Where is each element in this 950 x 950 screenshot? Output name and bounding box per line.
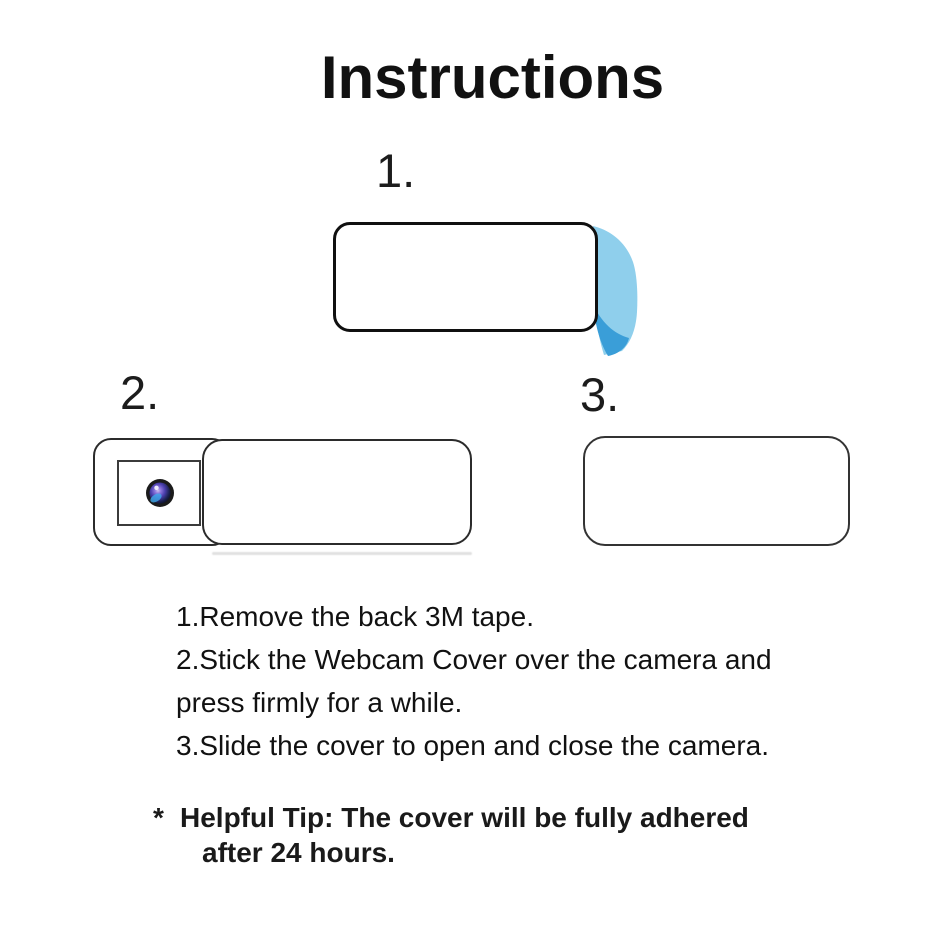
step-2-number: 2. — [120, 366, 160, 419]
tape-fold-shape — [593, 304, 629, 356]
tip-asterisk: * — [153, 802, 164, 833]
webcam-cover-slider-diagram — [202, 439, 472, 545]
tip-text-line-2: after 24 hours. — [202, 837, 395, 868]
webcam-cover-closed-diagram — [583, 436, 850, 546]
slider-shadow — [212, 552, 472, 555]
instruction-text-block: 1.Remove the back 3M tape. 2.Stick the W… — [176, 595, 772, 767]
lens-blue-reflection — [150, 493, 162, 503]
camera-lens-icon — [146, 479, 174, 507]
page-title: Instructions — [320, 44, 665, 111]
instruction-line-4: 3.Slide the cover to open and close the … — [176, 730, 770, 761]
instruction-line-1: 1.Remove the back 3M tape. — [176, 601, 534, 632]
3m-tape-peel-icon — [593, 226, 638, 356]
step-1-number: 1. — [376, 144, 416, 197]
tip-text-line-1: Helpful Tip: The cover will be fully adh… — [180, 802, 749, 833]
instruction-line-3: press firmly for a while. — [176, 687, 463, 718]
lens-highlight — [154, 485, 159, 490]
step-3-number: 3. — [580, 368, 620, 421]
webcam-cover-step1-diagram — [333, 222, 598, 332]
instruction-line-2: 2.Stick the Webcam Cover over the camera… — [176, 644, 772, 675]
